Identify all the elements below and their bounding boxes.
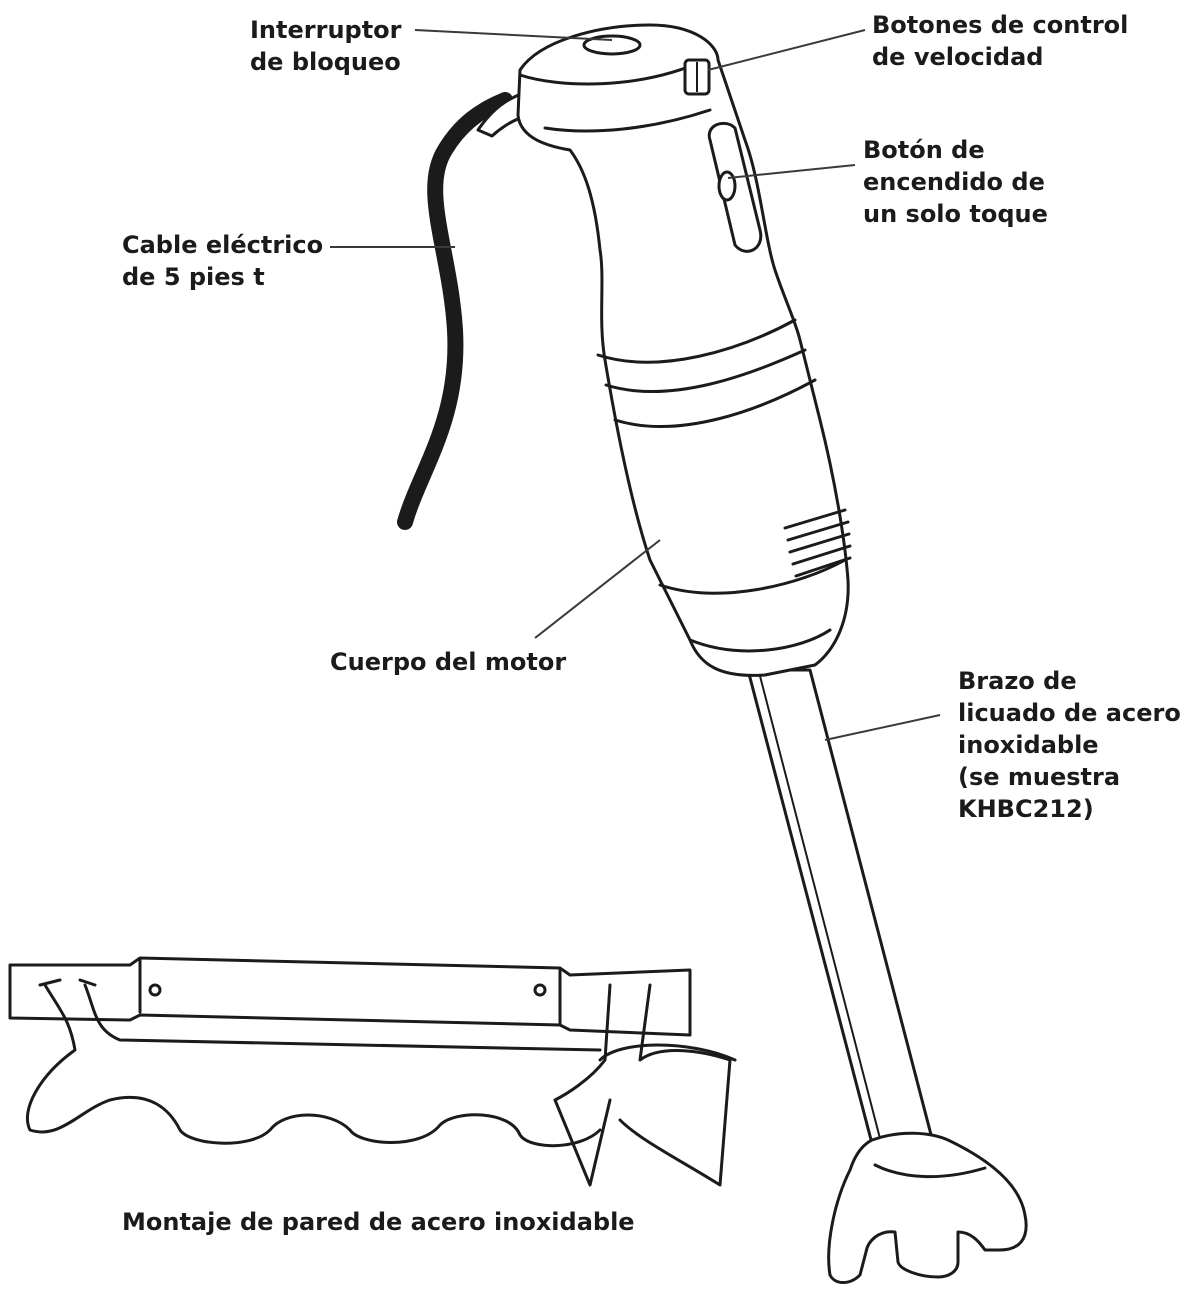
motor-vents — [783, 508, 852, 578]
motor-body — [516, 23, 852, 677]
label-blending-arm: Brazo de licuado de acero inoxidable (se… — [958, 667, 1181, 823]
label-power-cord: Cable eléctrico de 5 pies t — [122, 231, 324, 291]
label-motor-body: Cuerpo del motor — [330, 648, 567, 676]
label-speed-buttons: Botones de control de velocidad — [872, 11, 1129, 71]
label-wall-mount: Montaje de pared de acero inoxidable — [122, 1208, 635, 1236]
power-cord — [397, 86, 547, 530]
leader-lines — [330, 29, 941, 741]
wall-mount — [8, 956, 737, 1187]
blade-guard — [827, 1131, 1028, 1284]
blending-arm-shaft — [746, 668, 937, 1157]
label-lock-switch: Interruptor de bloqueo — [250, 16, 402, 76]
label-power-button: Botón de encendido de un solo toque — [863, 136, 1048, 228]
